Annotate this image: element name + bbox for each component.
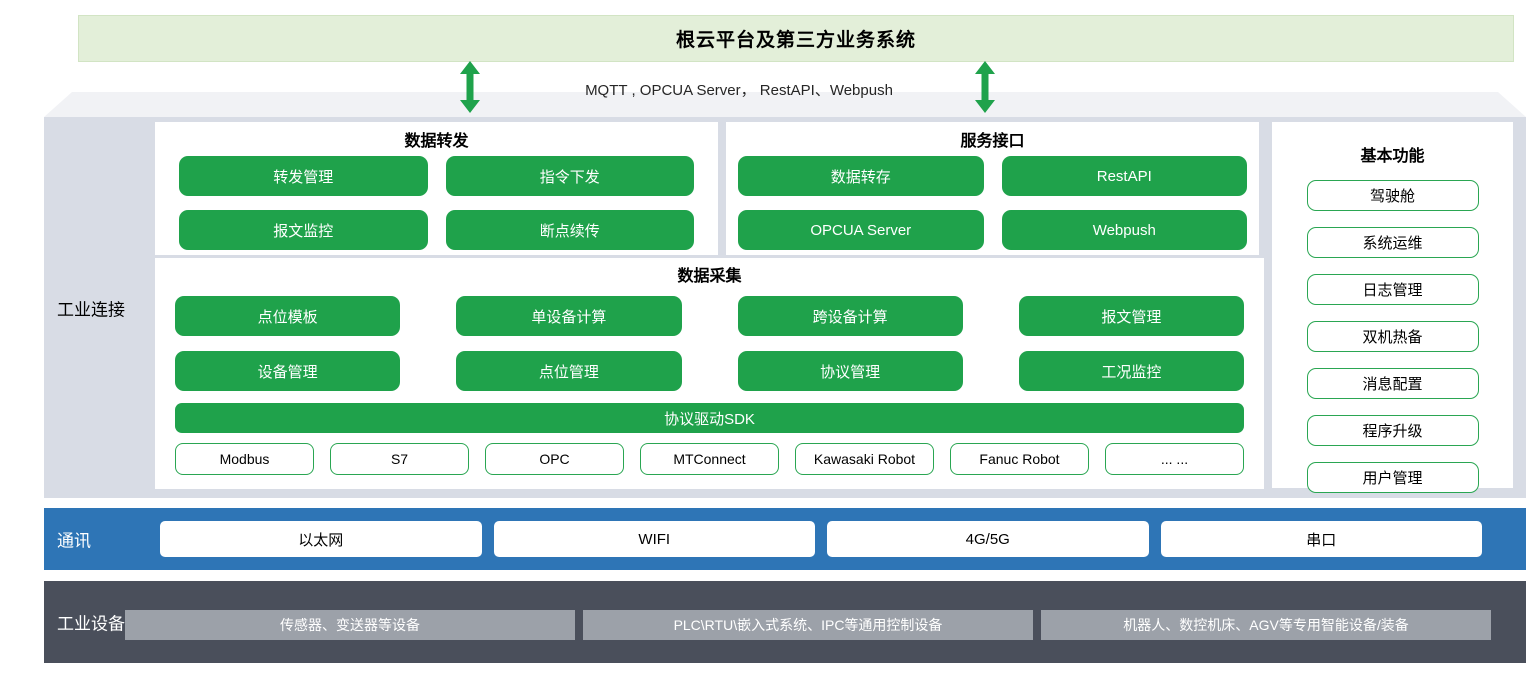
basic-functions-title: 基本功能: [1360, 148, 1425, 165]
node-box-condition-monitor: 工况监控: [1018, 351, 1244, 391]
platform-banner-title: 根云平台及第三方业务系统: [675, 30, 916, 51]
protocol-box-opc: OPC: [485, 443, 624, 475]
data-collection-panel: 数据采集 点位模板 单设备计算 跨设备计算 报文管理 设备管理 点位管理 协议管…: [155, 258, 1264, 489]
protocol-box-mtconnect: MTConnect: [640, 443, 779, 475]
node-box-single-device-calc: 单设备计算: [456, 296, 682, 336]
node-box-point-template: 点位模板: [175, 296, 401, 336]
industrial-devices-bar: 工业设备 传感器、变送器等设备 PLC\RTU\嵌入式系统、IPC等通用控制设备…: [44, 581, 1526, 663]
communication-items: 以太网 WIFI 4G/5G 串口: [160, 521, 1482, 557]
data-forward-panel: 数据转发 转发管理 指令下发 报文监控 断点续传: [155, 122, 718, 255]
node-box-message-monitor: 报文监控: [179, 210, 428, 250]
industrial-connection-box: 工业连接 数据转发 转发管理 指令下发 报文监控 断点续传 服务接口 数据转存 …: [44, 117, 1526, 498]
protocol-box-more: ... ...: [1105, 443, 1244, 475]
protocol-box-fanuc-robot: Fanuc Robot: [950, 443, 1089, 475]
data-forward-grid: 转发管理 指令下发 报文监控 断点续传: [179, 156, 694, 250]
node-box-restapi: RestAPI: [1001, 156, 1247, 196]
communication-label: 通讯: [57, 531, 91, 551]
device-box-plc-rtu-ipc: PLC\RTU\嵌入式系统、IPC等通用控制设备: [583, 610, 1033, 640]
protocol-box-s7: S7: [330, 443, 469, 475]
node-box-point-management: 点位管理: [456, 351, 682, 391]
industrial-devices-label: 工业设备: [57, 614, 125, 634]
up-down-arrow-icon: [975, 61, 995, 113]
industrial-devices-items: 传感器、变送器等设备 PLC\RTU\嵌入式系统、IPC等通用控制设备 机器人、…: [125, 610, 1491, 640]
protocol-box-modbus: Modbus: [175, 443, 314, 475]
feature-box-cockpit: 驾驶舱: [1306, 180, 1479, 211]
comm-box-4g-5g: 4G/5G: [827, 521, 1149, 557]
device-box-robots-cnc-agv: 机器人、数控机床、AGV等专用智能设备/装备: [1041, 610, 1491, 640]
protocol-box-kawasaki-robot: Kawasaki Robot: [795, 443, 934, 475]
node-box-protocol-management: 协议管理: [737, 351, 963, 391]
basic-functions-panel: 基本功能 驾驶舱 系统运维 日志管理 双机热备 消息配置 程序升级 用户管理: [1272, 122, 1513, 493]
service-interface-title: 服务接口: [960, 133, 1025, 150]
data-collection-title: 数据采集: [677, 268, 742, 285]
feature-box-program-upgrade: 程序升级: [1306, 415, 1479, 446]
device-box-sensors: 传感器、变送器等设备: [125, 610, 575, 640]
connector-protocols-text: MQTT , OPCUA Server， RestAPI、Webpush: [585, 82, 893, 99]
comm-box-serial-port: 串口: [1160, 521, 1482, 557]
node-box-resume-transfer: 断点续传: [445, 210, 694, 250]
feature-box-hot-standby: 双机热备: [1306, 321, 1479, 352]
node-box-message-management: 报文管理: [1018, 296, 1244, 336]
industrial-connection-label: 工业连接: [57, 300, 125, 319]
protocol-driver-sdk-bar: 协议驱动SDK: [175, 403, 1244, 433]
data-collection-row1: 点位模板 单设备计算 跨设备计算 报文管理: [175, 296, 1244, 336]
node-box-opcua-server: OPCUA Server: [738, 210, 984, 250]
data-collection-row2: 设备管理 点位管理 协议管理 工况监控: [175, 351, 1244, 391]
node-box-device-management: 设备管理: [175, 351, 401, 391]
feature-box-message-config: 消息配置: [1306, 368, 1479, 399]
node-box-webpush: Webpush: [1001, 210, 1247, 250]
node-box-command-dispatch: 指令下发: [445, 156, 694, 196]
feature-box-system-ops: 系统运维: [1306, 227, 1479, 258]
service-interface-grid: 数据转存 RestAPI OPCUA Server Webpush: [738, 156, 1247, 250]
communication-bar: 通讯 以太网 WIFI 4G/5G 串口: [44, 508, 1526, 570]
feature-box-log-management: 日志管理: [1306, 274, 1479, 305]
comm-box-wifi: WIFI: [493, 521, 815, 557]
up-down-arrow-icon: [460, 61, 480, 113]
node-box-forward-management: 转发管理: [179, 156, 428, 196]
platform-banner: 根云平台及第三方业务系统: [78, 15, 1514, 62]
data-forward-title: 数据转发: [404, 133, 469, 150]
comm-box-ethernet: 以太网: [160, 521, 482, 557]
node-box-cross-device-calc: 跨设备计算: [737, 296, 963, 336]
platform-shelf-face: [44, 92, 1526, 117]
service-interface-panel: 服务接口 数据转存 RestAPI OPCUA Server Webpush: [726, 122, 1259, 255]
node-box-data-dump: 数据转存: [738, 156, 984, 196]
feature-box-user-management: 用户管理: [1306, 462, 1479, 493]
protocol-row: Modbus S7 OPC MTConnect Kawasaki Robot F…: [175, 443, 1244, 475]
